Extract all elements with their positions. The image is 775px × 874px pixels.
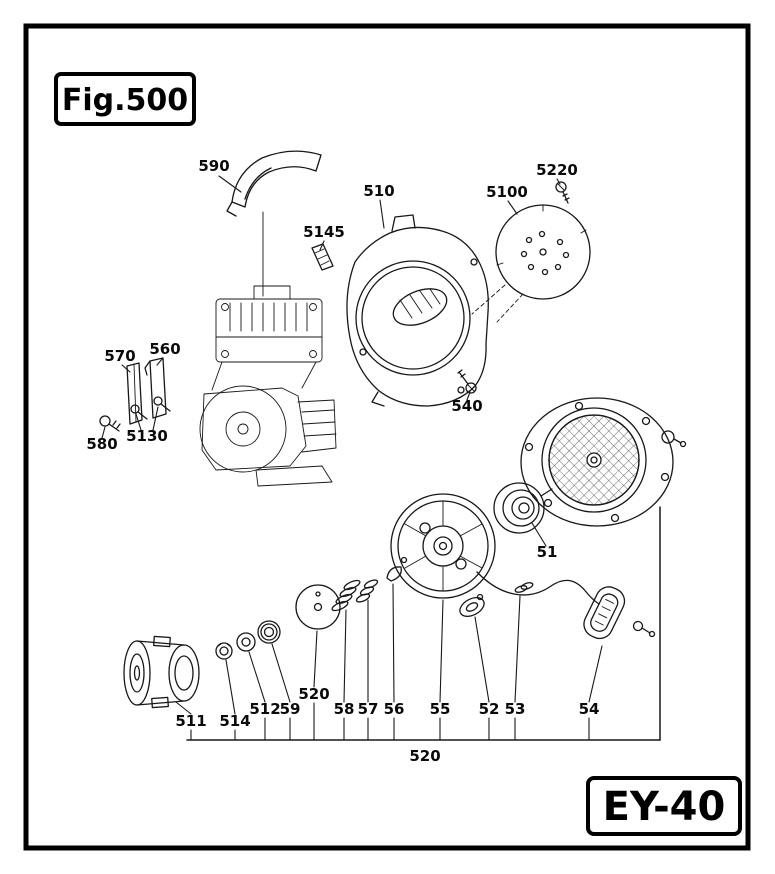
part-label-580: 580 — [86, 435, 117, 453]
pawl-56-drawing — [386, 556, 408, 582]
nut-514-drawing — [215, 642, 233, 660]
part-label-53: 53 — [505, 700, 526, 718]
spring-58-drawing — [331, 579, 361, 612]
part-labels: 590 510 5145 5220 5100 570 560 5130 580 … — [86, 157, 599, 765]
bolt-580-drawing — [99, 415, 121, 432]
rope-end-drawing — [632, 620, 656, 638]
part-label-510: 510 — [363, 182, 394, 200]
part-label-55: 55 — [430, 700, 451, 718]
washer-512-drawing — [236, 632, 256, 652]
ratchet-plate-drawing — [459, 593, 485, 617]
washer-59-drawing — [257, 620, 281, 644]
part-label-5145: 5145 — [303, 223, 345, 241]
part-label-560: 560 — [149, 340, 180, 358]
part-label-56: 56 — [384, 700, 405, 718]
starter-pulley-drawing — [390, 493, 496, 599]
exploded-view-drawing — [99, 150, 687, 709]
screw-5220-drawing — [555, 181, 570, 204]
starter-plate-drawing — [471, 204, 591, 323]
group-bracket — [186, 506, 661, 741]
starter-rope-drawing — [476, 571, 600, 605]
part-label-514: 514 — [219, 712, 250, 730]
screw-540-drawing — [457, 369, 477, 394]
bracket-570-drawing — [126, 362, 143, 425]
figure-label: Fig.500 — [62, 83, 188, 118]
spring-57-drawing — [355, 579, 379, 603]
part-label-52: 52 — [479, 700, 500, 718]
figure-label-box: Fig.500 — [54, 72, 196, 126]
part-label-520: 520 — [298, 685, 329, 703]
model-label-frame — [586, 776, 742, 836]
starter-handle-drawing — [583, 586, 626, 640]
part-label-5130: 5130 — [126, 427, 168, 445]
part-label-5220: 5220 — [536, 161, 578, 179]
part-label-59: 59 — [280, 700, 301, 718]
starter-cup-drawing — [123, 635, 200, 709]
part-label-512: 512 — [249, 700, 280, 718]
air-cover-drawing — [226, 150, 322, 217]
part-label-5100: 5100 — [486, 183, 528, 201]
part-label-520-group: 520 — [409, 747, 440, 765]
engine-block-drawing — [199, 285, 337, 487]
blower-housing-drawing — [346, 214, 489, 407]
bolts-5130-drawing — [130, 396, 171, 420]
bracket-560-drawing — [144, 357, 167, 419]
model-label: EY-40 — [603, 784, 726, 830]
disc-520-drawing — [295, 584, 341, 630]
leader-lines — [101, 175, 603, 715]
part-label-570: 570 — [104, 347, 135, 365]
starter-case-drawing — [520, 397, 687, 527]
part-label-511: 511 — [175, 712, 206, 730]
plate-5145-drawing — [311, 243, 334, 271]
part-label-58: 58 — [334, 700, 355, 718]
part-label-51: 51 — [537, 543, 558, 561]
spiral-spring-drawing — [493, 482, 553, 534]
model-label-box: EY-40 — [586, 776, 742, 836]
part-label-54: 54 — [579, 700, 600, 718]
part-label-57: 57 — [358, 700, 379, 718]
page-border — [23, 23, 751, 851]
part-label-540: 540 — [451, 397, 482, 415]
part-label-590: 590 — [198, 157, 229, 175]
figure-label-frame — [54, 72, 196, 126]
